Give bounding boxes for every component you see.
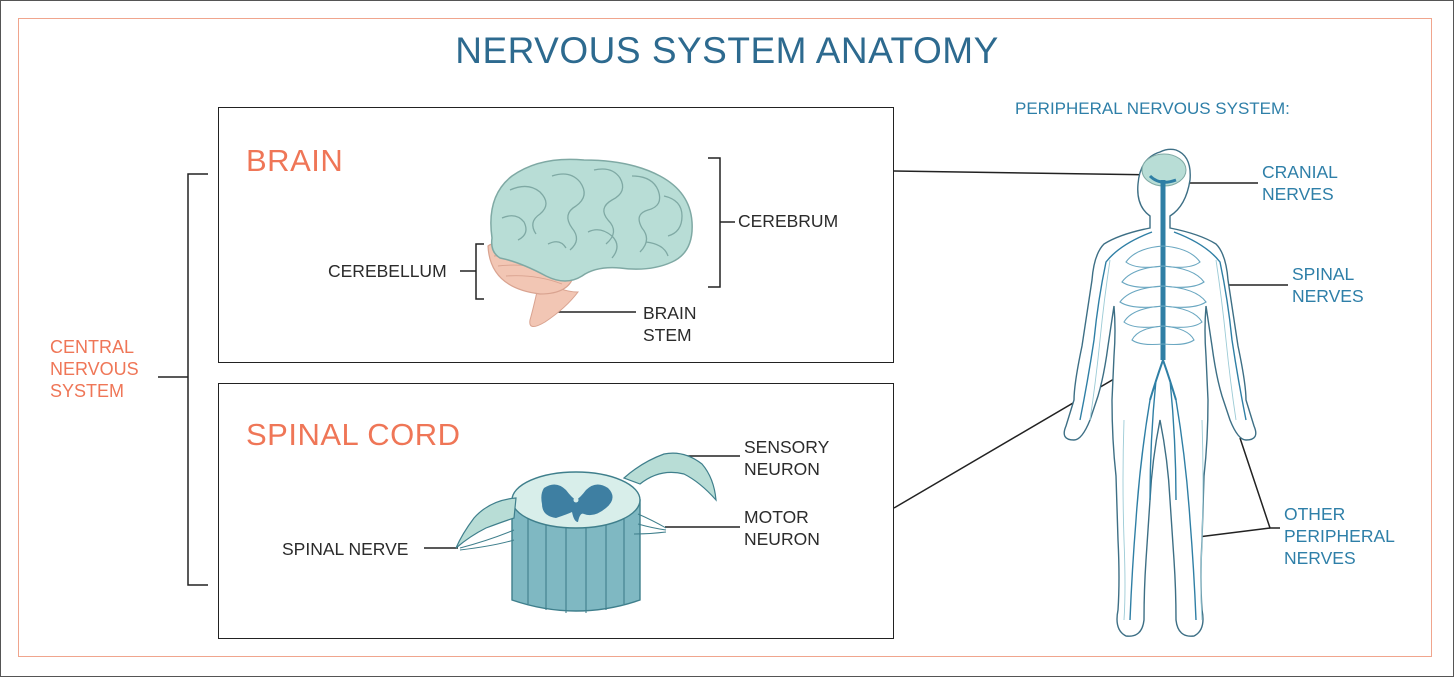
human-body-nervous-system-illustration	[1064, 149, 1256, 636]
brain-illustration	[488, 159, 692, 326]
spinal-cord-illustration	[456, 453, 716, 613]
cns-bracket	[158, 174, 208, 585]
cerebrum-bracket	[708, 158, 735, 287]
cerebellum-bracket	[460, 244, 484, 299]
